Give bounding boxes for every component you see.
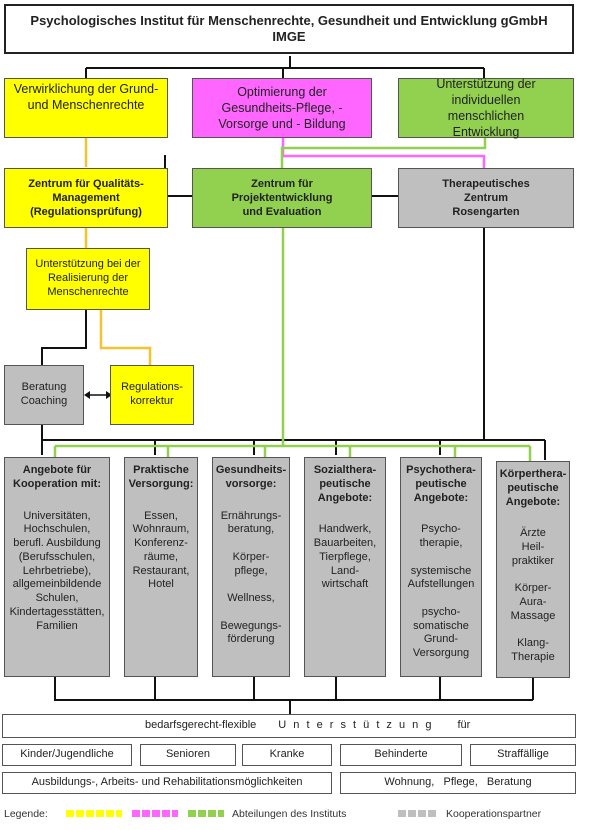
offer-practical-supply: Praktische Versorgung: Essen, Wohnraum, … xyxy=(124,457,198,677)
offer-psycho-therapeutic: Psychothera-peutische Angebote: Psycho- … xyxy=(400,457,482,677)
group-sick: Kranke xyxy=(242,744,332,766)
legend-departments-label: Abteilungen des Instituts xyxy=(232,808,347,820)
center-therapeutic-rosengarten: Therapeutisches Zentrum Rosengarten xyxy=(398,168,574,228)
support-banner: bedarfsgerecht-flexible U n t e r s t ü … xyxy=(2,714,576,738)
support-human-rights-box: Unterstützung bei der Realisierung der M… xyxy=(26,248,150,310)
bottom-connector xyxy=(54,677,534,714)
housing-care-counseling: Wohnung, Pflege, Beratung xyxy=(340,772,576,794)
center-project-development: Zentrum für Projektentwicklung und Evalu… xyxy=(192,168,372,228)
legend-label: Legende: xyxy=(4,808,48,820)
offer-body-therapeutic: Körperthera-peutische Angebote: Ärzte He… xyxy=(496,461,570,678)
legend-swatch-yellow xyxy=(66,810,122,817)
green-connector-top xyxy=(280,138,487,168)
beratung-connector xyxy=(41,310,87,440)
department-health: Optimierung der Gesundheits-Pflege, - Vo… xyxy=(192,78,372,138)
group-children: Kinder/Jugendliche xyxy=(2,744,132,766)
training-work-rehab: Ausbildungs-, Arbeits- und Rehabilitatio… xyxy=(2,772,332,794)
institute-title: Psychologisches Institut für Menschenrec… xyxy=(4,4,574,54)
black-connector-main xyxy=(41,228,546,460)
center-quality-management: Zentrum für Qualitäts-Management (Regula… xyxy=(4,168,168,228)
offer-cooperation: Angebote für Kooperation mit: Universitä… xyxy=(4,457,110,677)
black-connector-top xyxy=(85,56,485,78)
legend-swatch-grey xyxy=(398,810,438,817)
green-connector-offers xyxy=(53,228,532,461)
legend-partners-label: Kooperationspartner xyxy=(446,808,542,820)
institute-title-line1: Psychologisches Institut für Menschenrec… xyxy=(30,12,548,28)
legend-swatch-green xyxy=(188,810,224,817)
institute-title-line2: IMGE xyxy=(272,29,306,44)
department-development: Unterstützung der individuellen menschli… xyxy=(398,77,574,139)
group-seniors: Senioren xyxy=(140,744,236,766)
consulting-coaching-box: Beratung Coaching xyxy=(4,365,84,425)
group-offenders: Straffällige xyxy=(470,744,576,766)
offer-health-prevention: Gesundheits-vorsorge: Ernährungs- beratu… xyxy=(212,457,290,677)
legend-swatch-magenta xyxy=(132,810,178,817)
magenta-connector xyxy=(281,138,486,168)
regulation-correction-box: Regulations-korrektur xyxy=(110,365,194,425)
department-human-rights: Verwirklichung der Grund- und Menschenre… xyxy=(4,78,168,138)
offer-socio-therapeutic: Sozialthera-peutische Angebote: Handwerk… xyxy=(304,457,386,677)
group-disabled: Behinderte xyxy=(340,744,462,766)
